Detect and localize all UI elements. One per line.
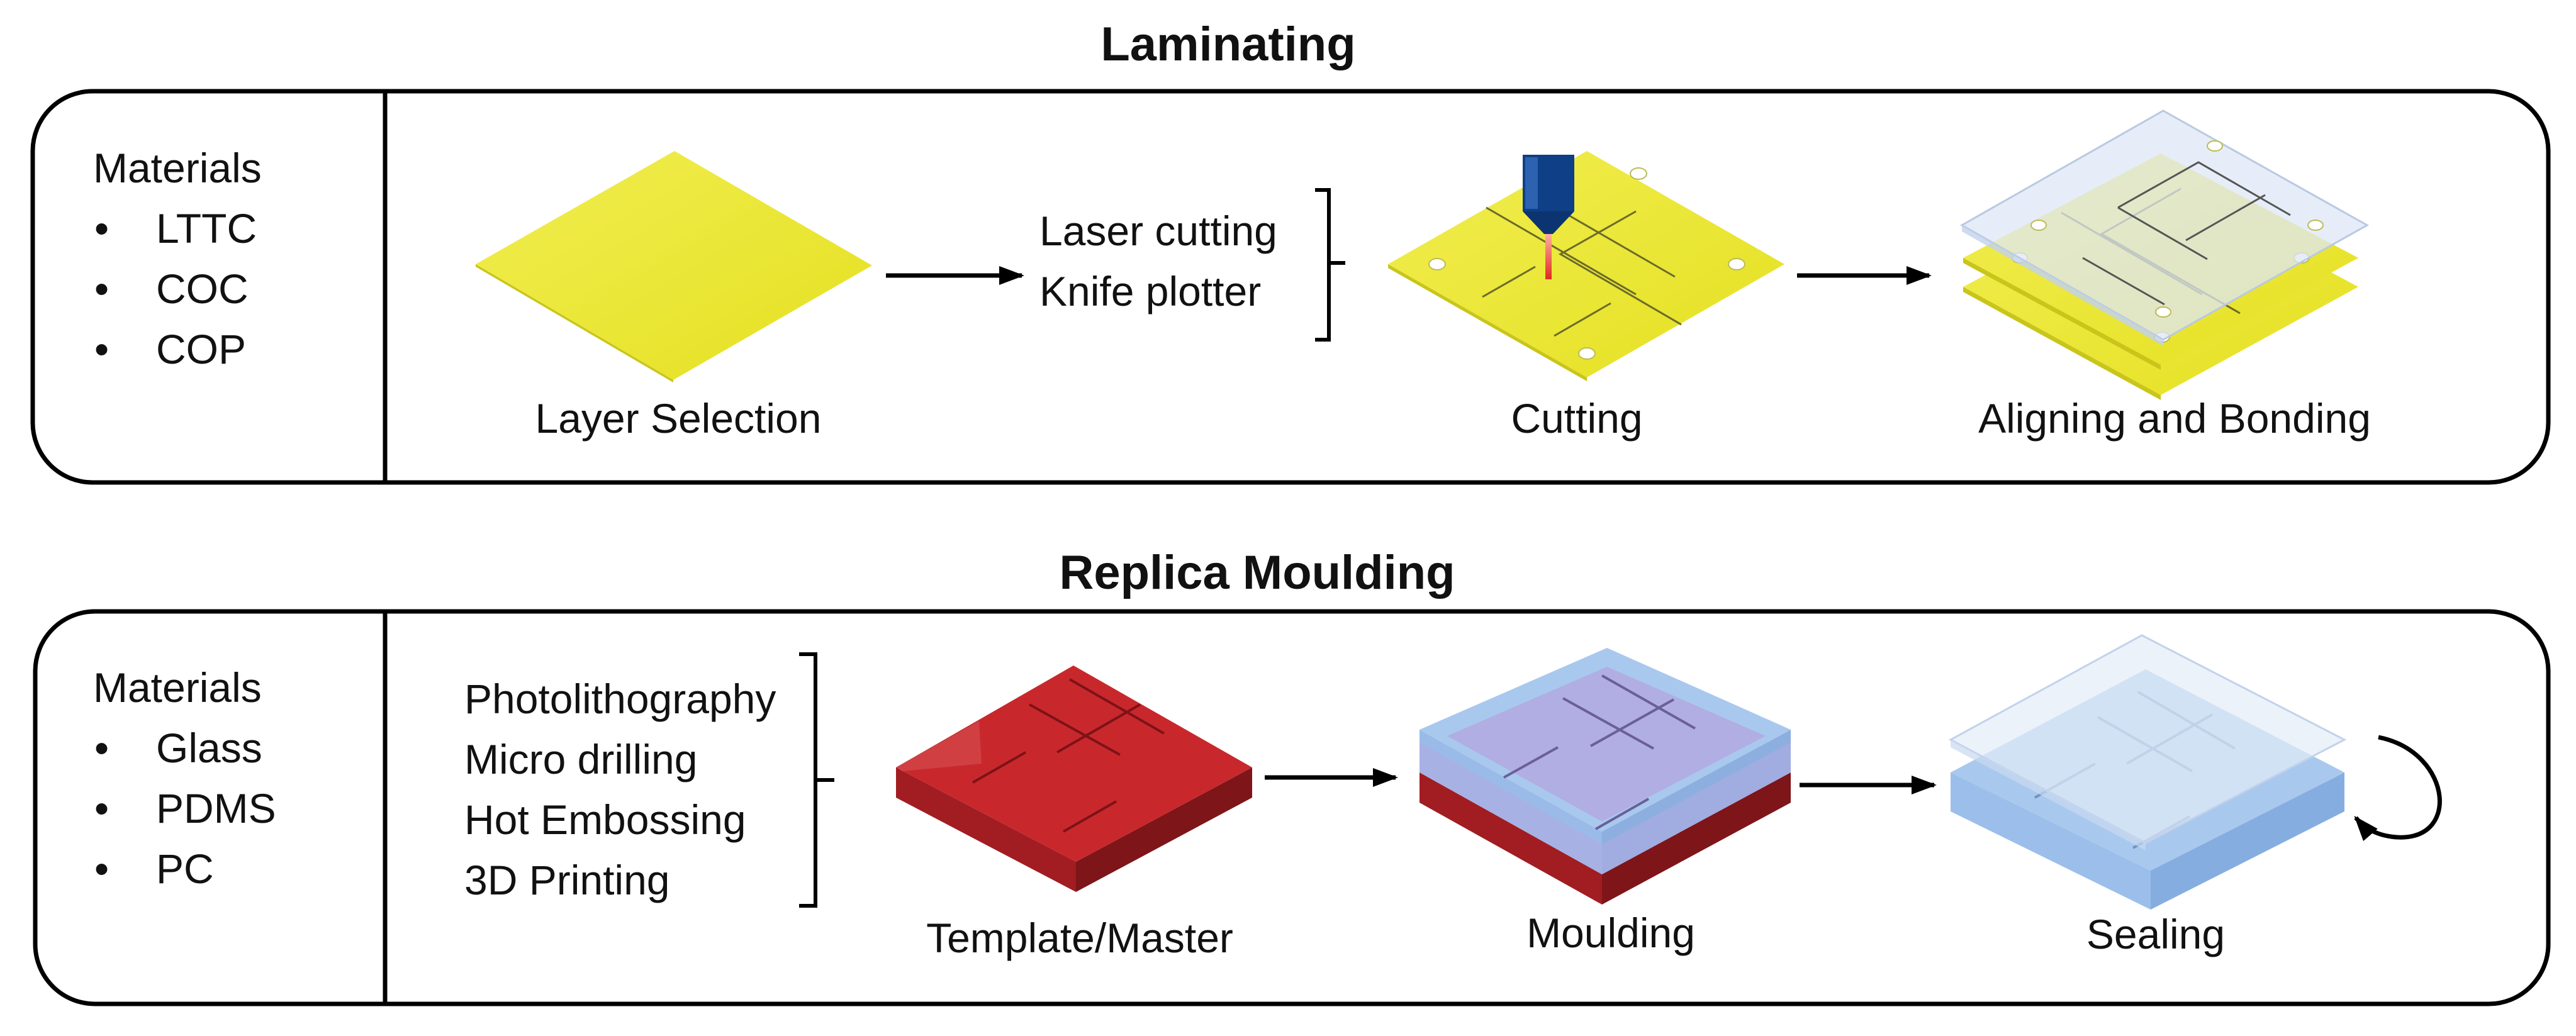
material-bullet: • — [94, 845, 109, 892]
laminating-material-item: COC — [156, 265, 249, 312]
laminating-material-item: LTTC — [156, 205, 257, 252]
seal-rotate-arrow — [2354, 735, 2442, 842]
laminating-material-item: COP — [156, 326, 246, 372]
replica-method-item: Micro drilling — [464, 736, 697, 783]
step-label-template-master: Template/Master — [926, 915, 1233, 961]
sealing-stack — [1948, 634, 2347, 910]
laminating-method-item: Knife plotter — [1039, 268, 1261, 315]
replica-method-item: Hot Embossing — [464, 796, 746, 843]
method-brace — [799, 652, 834, 908]
material-bullet: • — [94, 785, 109, 832]
replica-materials-heading: Materials — [93, 664, 262, 711]
step-label-aligning-bonding: Aligning and Bonding — [1978, 395, 2371, 442]
laminating-method-item: Laser cutting — [1039, 208, 1277, 254]
laminating-title: Laminating — [1100, 18, 1355, 71]
step-label-sealing: Sealing — [2086, 911, 2225, 957]
step-label-moulding: Moulding — [1526, 910, 1695, 956]
method-brace — [1315, 188, 1345, 342]
replica-material-item: Glass — [156, 725, 262, 771]
replica-title: Replica Moulding — [1059, 546, 1455, 599]
step-label-cutting: Cutting — [1511, 395, 1642, 442]
material-bullet: • — [94, 205, 109, 252]
moulding-block — [1420, 648, 1791, 905]
replica-material-item: PDMS — [156, 785, 276, 832]
replica-method-item: 3D Printing — [464, 857, 670, 903]
layer-stack — [1959, 109, 2370, 400]
material-bullet: • — [94, 265, 109, 312]
replica-method-item: Photolithography — [464, 676, 776, 722]
laminating-panel — [30, 89, 2551, 485]
cutting-sheet — [1388, 151, 1784, 381]
replica-panel — [33, 609, 2551, 1006]
laser-cutter-icon — [1523, 155, 1574, 279]
replica-material-item: PC — [156, 845, 214, 892]
step-label-layer-selection: Layer Selection — [535, 395, 822, 442]
yellow-layer-sheet — [476, 151, 872, 382]
template-master-block — [896, 666, 1252, 892]
material-bullet: • — [94, 725, 109, 771]
material-bullet: • — [94, 326, 109, 372]
laminating-materials-heading: Materials — [93, 145, 262, 191]
